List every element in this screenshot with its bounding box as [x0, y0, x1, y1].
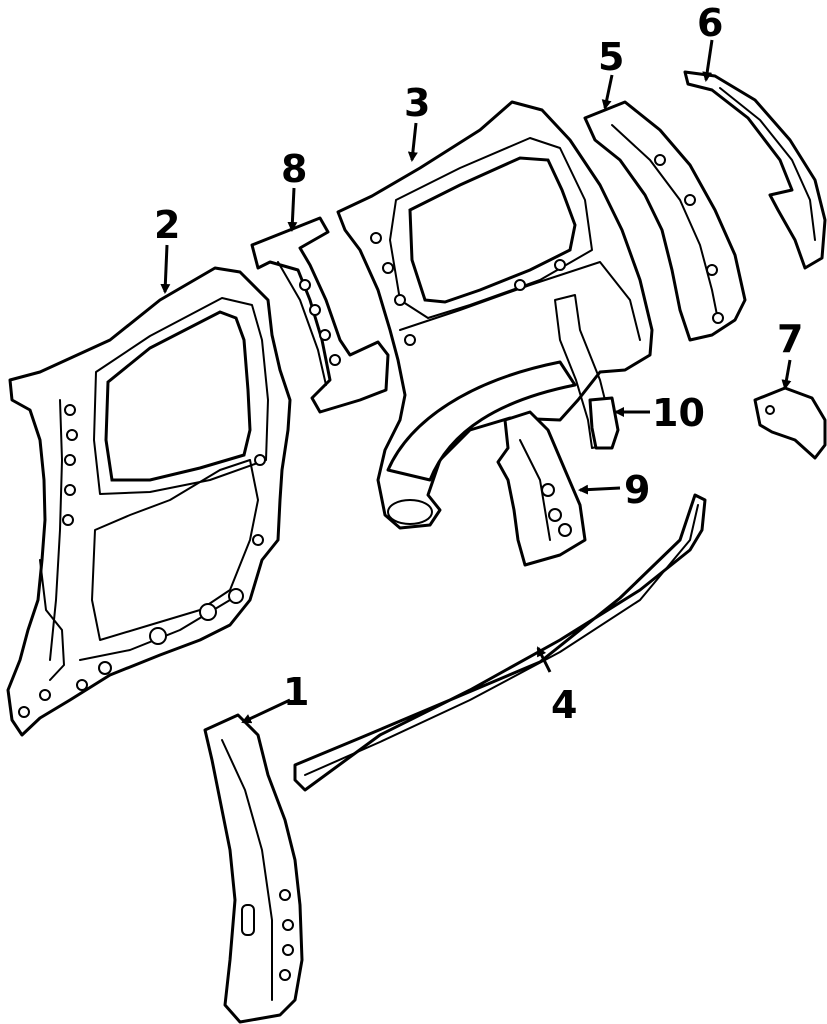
- callout-6: 6: [697, 1, 723, 45]
- part-6-roof-rail: [683, 70, 827, 270]
- callout-8: 8: [281, 147, 307, 191]
- callout-1: 1: [283, 670, 309, 714]
- callout-3: 3: [404, 81, 430, 125]
- part-1-front-pillar: [203, 713, 304, 1024]
- callout-10: 10: [652, 391, 705, 435]
- part-8-pillar-brace: [250, 216, 390, 414]
- part-10-bracket: [588, 396, 620, 450]
- part-9-reinforcement: [496, 410, 587, 567]
- callout-leaders: [160, 39, 792, 724]
- part-7-bracket-cap: [753, 386, 827, 460]
- callout-9: 9: [624, 468, 650, 512]
- part-3-quarter-inner-panel: [336, 100, 654, 530]
- part-2-window: [104, 310, 252, 482]
- callout-2: 2: [154, 203, 180, 247]
- part-5-corner-panel: [583, 100, 747, 342]
- callout-5: 5: [598, 35, 624, 79]
- part-4-rocker-sill: [293, 493, 707, 792]
- part-3-window: [408, 156, 577, 304]
- callout-4: 4: [551, 683, 577, 727]
- callout-7: 7: [777, 317, 803, 361]
- part-2-side-panel: [6, 266, 292, 737]
